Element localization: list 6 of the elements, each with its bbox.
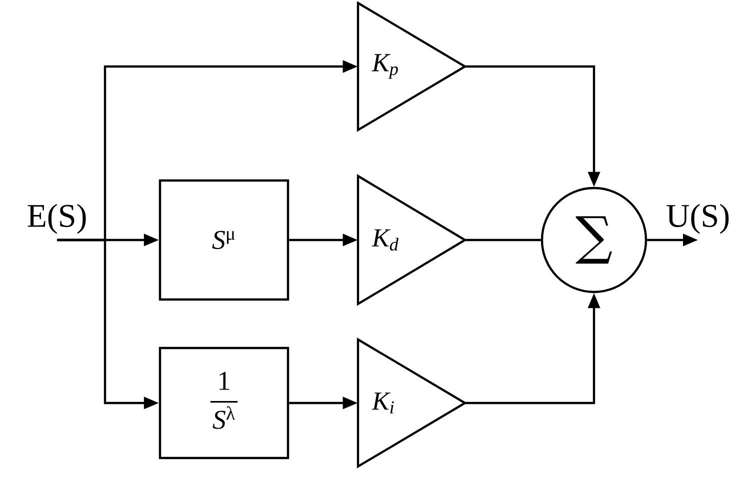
connector-line [465,238,541,242]
transfer-function-box: 1 S$^{λ}$ [158,346,290,460]
signal-label: U(S) [666,204,729,234]
summing-junction: ∑ [540,186,648,294]
transfer-function-box: S$^{μ}$ [158,179,290,301]
signal-label: E(S) [28,204,86,234]
